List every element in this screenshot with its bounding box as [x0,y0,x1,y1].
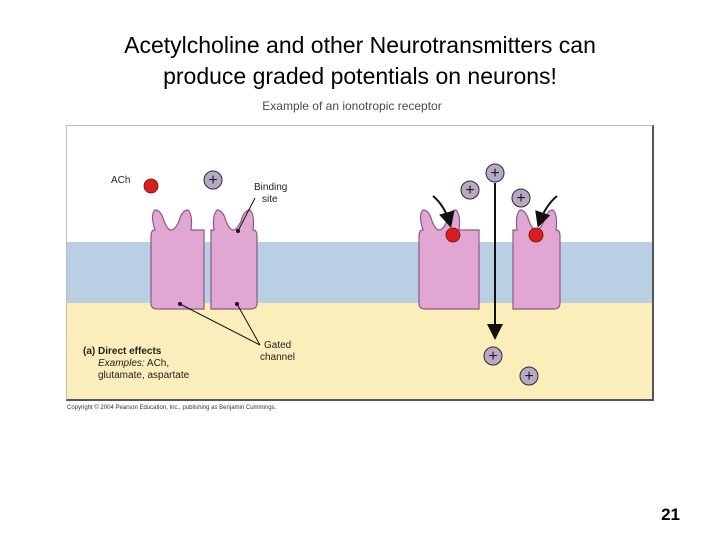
ach-molecule-bound-left [445,227,461,243]
ion-inside-1-sign: + [488,348,497,365]
panel-examples-prefix: Examples: [98,358,145,369]
panel-heading: (a) Direct effects [83,346,162,357]
binding-site-label-line-2: site [262,194,278,205]
receptor-diagram-svg: + + + + + + [67,126,652,399]
ion-outside-1: + [203,170,223,190]
binding-site-label-line-1: Binding [254,182,287,193]
ion-outside-4: + [511,188,531,208]
binding-site-leader [237,197,256,232]
closed-channel-right-subunit [210,209,258,310]
ion-inside-2-sign: + [524,368,533,385]
slide-title-line-2: produce graded potentials on neurons! [163,63,557,89]
ach-molecule-bound-right [528,227,544,243]
copyright-notice: Copyright © 2004 Pearson Education, Inc.… [67,405,277,411]
ion-outside-2: + [485,163,505,183]
ach-label: ACh [111,175,130,186]
binding-arrow-left [432,195,455,228]
binding-site-dot [236,229,240,233]
slide-title-line-1: Acetylcholine and other Neurotransmitter… [124,32,596,58]
gated-channel-leader-2 [236,303,261,346]
ion-outside-4-sign: + [516,190,525,207]
ion-outside-3: + [460,180,480,200]
gated-channel-dot-1 [178,302,182,306]
cytoplasm-region [67,303,652,399]
receptor-diagram: + + + + + + [66,125,654,401]
ach-molecule-free [143,178,159,194]
panel-examples-line-2: glutamate, aspartate [98,370,190,381]
slide-subtitle: Example of an ionotropic receptor [262,99,442,113]
panel-examples-line-1: Examples: ACh, [98,358,169,369]
ion-outside-2-sign: + [490,165,499,182]
slide-title: Acetylcholine and other Neurotransmitter… [60,30,660,92]
closed-channel-left-subunit [150,209,205,310]
gated-channel-label-line-1: Gated [264,340,291,351]
binding-arrow-right [535,195,558,228]
ion-inside-2: + [519,366,539,386]
gated-channel-label-line-2: channel [260,352,295,363]
panel-examples-rest: ACh, [145,358,169,369]
slide-number: 21 [661,505,680,524]
ion-inside-1: + [483,346,503,366]
gated-channel-leader-1 [179,303,261,346]
ion-outside-1-sign: + [208,172,217,189]
ion-outside-3-sign: + [465,182,474,199]
gated-channel-dot-2 [235,302,239,306]
